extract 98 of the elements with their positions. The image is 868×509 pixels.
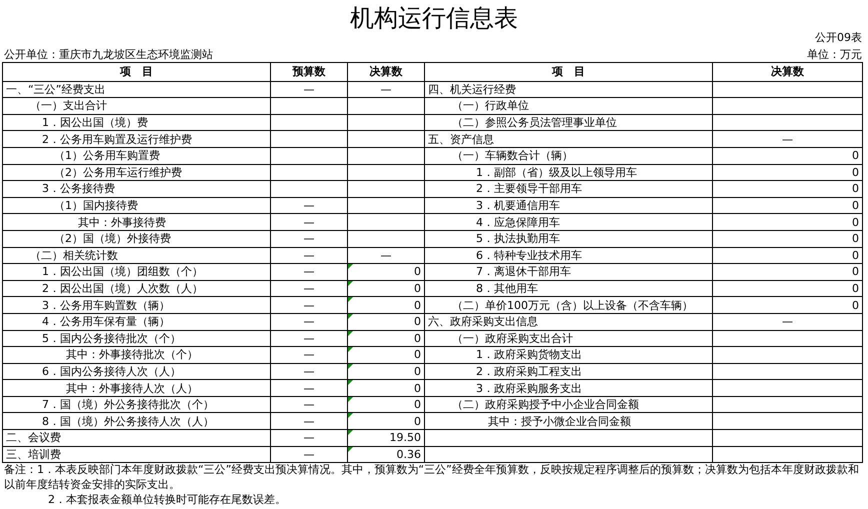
value-cell: 0 xyxy=(348,296,424,314)
empty-value-cell: — xyxy=(270,330,348,347)
empty-value-cell: — xyxy=(270,412,348,430)
value-cell: 0 xyxy=(712,296,862,314)
unit-note: 单位：万元 xyxy=(806,47,862,62)
item-cell: （2）国（境）外接待费 xyxy=(2,230,270,248)
item-cell: （一）支出合计 xyxy=(2,98,270,114)
item-cell: （1）公务用车购置费 xyxy=(2,147,270,164)
item-cell: 3．政府采购服务支出 xyxy=(424,380,712,396)
item-cell: （二）相关统计数 xyxy=(2,247,270,264)
item-cell: 3．机要通信用车 xyxy=(424,197,712,214)
empty-value-cell: — xyxy=(712,313,862,330)
item-cell: （一）政府采购支出合计 xyxy=(424,330,712,347)
value-cell: 0 xyxy=(712,247,862,264)
item-cell: 3．公务接待费 xyxy=(2,180,270,198)
empty-value-cell: — xyxy=(270,430,348,446)
column-header: 项 目 xyxy=(2,62,270,82)
item-cell: 2．因公出国（境）人次数（人） xyxy=(2,280,270,297)
value-cell: 0 xyxy=(712,264,862,280)
item-cell: （一）车辆数合计（辆） xyxy=(424,147,712,164)
empty-value-cell: — xyxy=(270,214,348,230)
value-cell: 0 xyxy=(348,280,424,297)
empty-value-cell: — xyxy=(270,296,348,314)
item-cell: 1．政府采购货物支出 xyxy=(424,346,712,364)
column-header: 项 目 xyxy=(424,62,712,82)
note-text: 2．本套报表金额单位转换时可能存在尾数误差。 xyxy=(47,492,287,507)
empty-value-cell: — xyxy=(270,230,348,248)
value-cell: 19.50 xyxy=(348,430,424,446)
empty-value-cell: — xyxy=(270,280,348,297)
value-cell: 0.36 xyxy=(348,446,424,463)
item-cell: 五、资产信息 xyxy=(424,130,712,148)
item-cell: 其中：外事接待批次（个） xyxy=(2,346,270,364)
item-cell: 7．离退休干部用车 xyxy=(424,264,712,280)
value-cell: 0 xyxy=(712,230,862,248)
value-cell: 0 xyxy=(348,380,424,396)
value-cell: 0 xyxy=(348,346,424,364)
item-cell: 一、“三公”经费支出 xyxy=(2,81,270,98)
item-cell: 6．国内公务接待人次（人） xyxy=(2,363,270,380)
item-cell: （一）行政单位 xyxy=(424,98,712,114)
item-cell: （1）国内接待费 xyxy=(2,197,270,214)
item-cell: 5．执法执勤用车 xyxy=(424,230,712,248)
item-cell: 其中：外事接待人次（人） xyxy=(2,380,270,396)
empty-value-cell: — xyxy=(348,247,424,264)
item-cell: 7．国（境）外公务接待批次（个） xyxy=(2,396,270,413)
empty-value-cell: — xyxy=(270,446,348,463)
value-cell: 0 xyxy=(712,180,862,198)
item-cell: 2．公务用车购置及运行维护费 xyxy=(2,130,270,148)
value-cell: 0 xyxy=(348,330,424,347)
value-cell: 0 xyxy=(712,147,862,164)
item-cell: 4．应急保障用车 xyxy=(424,214,712,230)
empty-value-cell: — xyxy=(712,130,862,148)
value-cell: 0 xyxy=(348,313,424,330)
item-cell: 2．主要领导干部用车 xyxy=(424,180,712,198)
item-cell: 六、政府采购支出信息 xyxy=(424,313,712,330)
item-cell: 8．国（境）外公务接待人次（人） xyxy=(2,412,270,430)
column-header: 决算数 xyxy=(348,62,424,82)
empty-value-cell: — xyxy=(270,264,348,280)
empty-value-cell: — xyxy=(270,380,348,396)
empty-value-cell: — xyxy=(270,396,348,413)
empty-value-cell: — xyxy=(270,363,348,380)
value-cell: 0 xyxy=(348,412,424,430)
value-cell: 0 xyxy=(348,264,424,280)
value-cell: 0 xyxy=(348,363,424,380)
empty-value-cell: — xyxy=(270,313,348,330)
value-cell: 0 xyxy=(712,197,862,214)
item-cell: 8．其他用车 xyxy=(424,280,712,297)
item-cell: 四、机关运行经费 xyxy=(424,81,712,98)
item-cell: 其中：授予小微企业合同金额 xyxy=(424,412,712,430)
item-cell: （二）参照公务员法管理事业单位 xyxy=(424,114,712,131)
item-cell: 4．公务用车保有量（辆） xyxy=(2,313,270,330)
value-cell: 0 xyxy=(348,396,424,413)
column-header: 决算数 xyxy=(712,62,862,82)
column-header: 预算数 xyxy=(270,62,348,82)
table-title: 机构运行信息表 xyxy=(349,3,519,34)
empty-value-cell: — xyxy=(270,197,348,214)
value-cell: 0 xyxy=(712,280,862,297)
empty-value-cell: — xyxy=(348,81,424,98)
publishing-unit: 公开单位：重庆市九龙坡区生态环境监测站 xyxy=(4,47,214,62)
value-cell: 0 xyxy=(712,164,862,181)
item-cell: 3．公务用车购置数（辆） xyxy=(2,296,270,314)
item-cell: 6．特种专业技术用车 xyxy=(424,247,712,264)
item-cell: 二、会议费 xyxy=(2,430,270,446)
item-cell: 三、培训费 xyxy=(2,446,270,463)
table-number: 公开09表 xyxy=(814,30,862,45)
item-cell: （二）政府采购授予中小企业合同金额 xyxy=(424,396,712,413)
item-cell: 1．因公出国（境）团组数（个） xyxy=(2,264,270,280)
item-cell: 5．国内公务接待批次（个） xyxy=(2,330,270,347)
item-cell: 2．政府采购工程支出 xyxy=(424,363,712,380)
value-cell: 0 xyxy=(712,214,862,230)
item-cell: （二）单价100万元（含）以上设备（不含车辆） xyxy=(424,296,712,314)
empty-value-cell: — xyxy=(270,346,348,364)
empty-value-cell: — xyxy=(270,247,348,264)
empty-value-cell: — xyxy=(270,81,348,98)
note-text: 备注：1．本表反映部门本年度财政拨款“三公”经费支出预决算情况。其中，预算数为“三公”经费全年预算数，反映按规定程序调整后的预算数；决算数为包括本年度财政拨款和以前年度结转资金安排的实际支出。 xyxy=(4,462,860,492)
item-cell: 1．副部（省）级及以上领导用车 xyxy=(424,164,712,181)
item-cell: 其中：外事接待费 xyxy=(2,214,270,230)
item-cell: 1．因公出国（境）费 xyxy=(2,114,270,131)
item-cell: （2）公务用车运行维护费 xyxy=(2,164,270,181)
